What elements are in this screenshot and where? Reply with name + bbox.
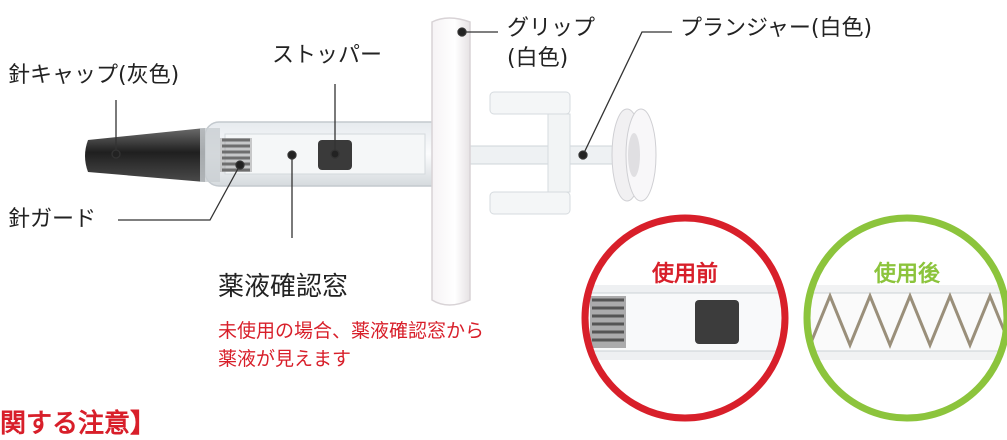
label-needle-cap: 針キャップ(灰色) bbox=[8, 63, 180, 88]
label-grip: グリップ bbox=[507, 16, 596, 41]
window-note-line2: 薬液が見えます bbox=[218, 347, 352, 370]
syringe-illustration bbox=[85, 17, 1007, 422]
label-stopper: ストッパー bbox=[272, 43, 383, 68]
window-note: 未使用の場合、薬液確認窓から 薬液が見えます bbox=[218, 318, 484, 373]
section-heading: 関する注意】 bbox=[0, 409, 157, 439]
plunger bbox=[429, 91, 657, 215]
label-needle-guard: 針ガード bbox=[8, 207, 97, 232]
leader-lines bbox=[111, 27, 672, 238]
label-window: 薬液確認窓 bbox=[218, 272, 349, 302]
after-use-title: 使用後 bbox=[873, 262, 940, 287]
before-use-title: 使用前 bbox=[651, 262, 718, 287]
needle-cap bbox=[85, 128, 220, 182]
label-grip-color: (白色) bbox=[507, 46, 569, 71]
syringe-diagram: 針キャップ(灰色) ストッパー グリップ (白色) プランジャー(白色) 針ガー… bbox=[0, 16, 1007, 439]
grip bbox=[431, 17, 471, 306]
after-use-circle bbox=[803, 214, 1007, 422]
before-use-circle bbox=[581, 214, 789, 422]
window-note-line1: 未使用の場合、薬液確認窓から bbox=[218, 320, 485, 342]
label-plunger: プランジャー(白色) bbox=[680, 16, 873, 41]
